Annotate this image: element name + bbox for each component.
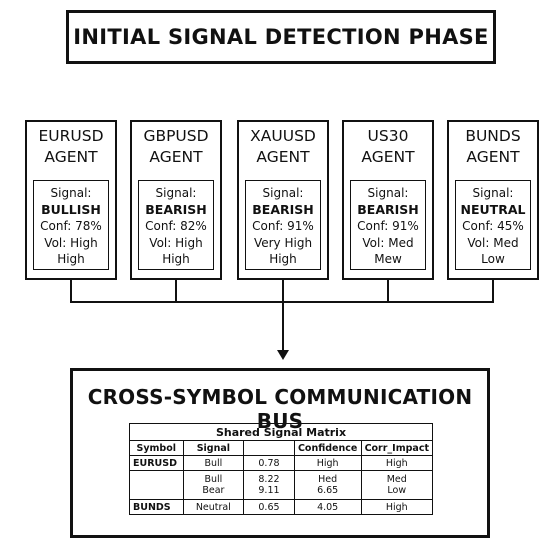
volatility-level: Low bbox=[481, 252, 505, 266]
agent-box-us30: US30 AGENT Signal: BEARISH Conf: 91% Vol… bbox=[342, 120, 434, 280]
agent-signal-panel: Signal: BEARISH Conf: 82% Vol: High High bbox=[138, 180, 214, 270]
header-value bbox=[243, 440, 295, 456]
volatility-text: Vol: Med bbox=[467, 235, 519, 250]
agent-signal-panel: Signal: BEARISH Conf: 91% Vol: Med Mew bbox=[350, 180, 426, 270]
cell-symbol: EURUSD bbox=[129, 455, 184, 471]
table-row: BUNDS Neutral 0.65 4.05 High bbox=[129, 499, 434, 515]
signal-label: Signal: bbox=[472, 186, 514, 200]
phase-title: INITIAL SIGNAL DETECTION PHASE bbox=[73, 25, 489, 49]
signal-value: BULLISH bbox=[41, 201, 101, 217]
header-signal: Signal bbox=[182, 440, 245, 456]
agent-symbol: US30 bbox=[367, 127, 409, 145]
volatility-level: High bbox=[57, 252, 85, 266]
cell-value: 0.78 bbox=[243, 455, 295, 471]
signal-label: Signal: bbox=[367, 186, 409, 200]
agent-label: AGENT bbox=[256, 148, 310, 166]
volatility-text: Vol: High bbox=[149, 235, 203, 250]
shared-signal-matrix: Shared Signal Matrix Symbol Signal Confi… bbox=[129, 423, 434, 515]
confidence-text: Conf: 91% bbox=[357, 219, 419, 233]
agent-label: AGENT bbox=[44, 148, 98, 166]
agent-box-xauusd: XAUUSD AGENT Signal: BEARISH Conf: 91% V… bbox=[237, 120, 329, 280]
cell-signal: Neutral bbox=[182, 499, 245, 515]
matrix-caption: Shared Signal Matrix bbox=[129, 423, 433, 441]
table-row: Bull Bear 8.22 9.11 Hed 6.65 Med Low bbox=[129, 470, 434, 500]
cell-corr-impact: High bbox=[360, 455, 434, 471]
cell-confidence: High bbox=[293, 455, 362, 471]
agent-box-bunds: BUNDS AGENT Signal: NEUTRAL Conf: 45% Vo… bbox=[447, 120, 539, 280]
agent-signal-panel: Signal: NEUTRAL Conf: 45% Vol: Med Low bbox=[455, 180, 531, 270]
header-corr-impact: Corr_Impact bbox=[360, 440, 434, 456]
header-confidence: Confidence bbox=[293, 440, 362, 456]
agent-label: AGENT bbox=[149, 148, 203, 166]
volatility-level: Mew bbox=[374, 252, 402, 266]
signal-value: BEARISH bbox=[357, 201, 419, 217]
cell-confidence: Hed 6.65 bbox=[293, 470, 362, 500]
table-row: EURUSD Bull 0.78 High High bbox=[129, 455, 434, 471]
agent-box-gbpusd: GBPUSD AGENT Signal: BEARISH Conf: 82% V… bbox=[130, 120, 222, 280]
agent-name: XAUUSD AGENT bbox=[239, 126, 327, 168]
arrow-down-icon bbox=[277, 350, 289, 360]
signal-label: Signal: bbox=[50, 186, 92, 200]
cell-signal: Bull Bear bbox=[182, 470, 245, 500]
agent-name: EURUSD AGENT bbox=[27, 126, 115, 168]
agent-signal-panel: Signal: BEARISH Conf: 91% Very High High bbox=[245, 180, 321, 270]
agent-symbol: BUNDS bbox=[465, 127, 521, 145]
agent-signal-panel: Signal: BULLISH Conf: 78% Vol: High High bbox=[33, 180, 109, 270]
communication-bus-box: CROSS-SYMBOL COMMUNICATION BUS Shared Si… bbox=[70, 368, 490, 538]
cell-symbol bbox=[129, 470, 184, 500]
volatility-level: High bbox=[162, 252, 190, 266]
cell-corr-impact: Med Low bbox=[360, 470, 434, 500]
agent-name: US30 AGENT bbox=[344, 126, 432, 168]
cell-corr-impact: High bbox=[360, 499, 434, 515]
confidence-text: Conf: 82% bbox=[145, 219, 207, 233]
phase-title-box: INITIAL SIGNAL DETECTION PHASE bbox=[66, 10, 496, 64]
volatility-text: Vol: High bbox=[44, 235, 98, 250]
signal-value: BEARISH bbox=[252, 201, 314, 217]
cell-value: 0.65 bbox=[243, 499, 295, 515]
agent-name: GBPUSD AGENT bbox=[132, 126, 220, 168]
header-symbol: Symbol bbox=[129, 440, 184, 456]
confidence-text: Conf: 78% bbox=[40, 219, 102, 233]
confidence-text: Conf: 45% bbox=[462, 219, 524, 233]
agent-symbol: GBPUSD bbox=[143, 127, 209, 145]
cell-symbol: BUNDS bbox=[129, 499, 184, 515]
confidence-text: Conf: 91% bbox=[252, 219, 314, 233]
signal-label: Signal: bbox=[155, 186, 197, 200]
cell-value: 8.22 9.11 bbox=[243, 470, 295, 500]
signal-label: Signal: bbox=[262, 186, 304, 200]
cell-signal: Bull bbox=[182, 455, 245, 471]
cell-confidence: 4.05 bbox=[293, 499, 362, 515]
volatility-text: Very High bbox=[253, 235, 313, 250]
agent-box-eurusd: EURUSD AGENT Signal: BULLISH Conf: 78% V… bbox=[25, 120, 117, 280]
signal-value: NEUTRAL bbox=[460, 201, 526, 217]
agent-symbol: XAUUSD bbox=[250, 127, 316, 145]
volatility-level: High bbox=[269, 252, 297, 266]
volatility-text: Vol: Med bbox=[362, 235, 414, 250]
signal-value: BEARISH bbox=[145, 201, 207, 217]
agent-symbol: EURUSD bbox=[38, 127, 104, 145]
agent-name: BUNDS AGENT bbox=[449, 126, 537, 168]
agent-label: AGENT bbox=[466, 148, 520, 166]
bus-title: CROSS-SYMBOL COMMUNICATION BUS bbox=[87, 385, 473, 433]
agent-label: AGENT bbox=[361, 148, 415, 166]
matrix-header-row: Symbol Signal Confidence Corr_Impact bbox=[129, 440, 434, 456]
